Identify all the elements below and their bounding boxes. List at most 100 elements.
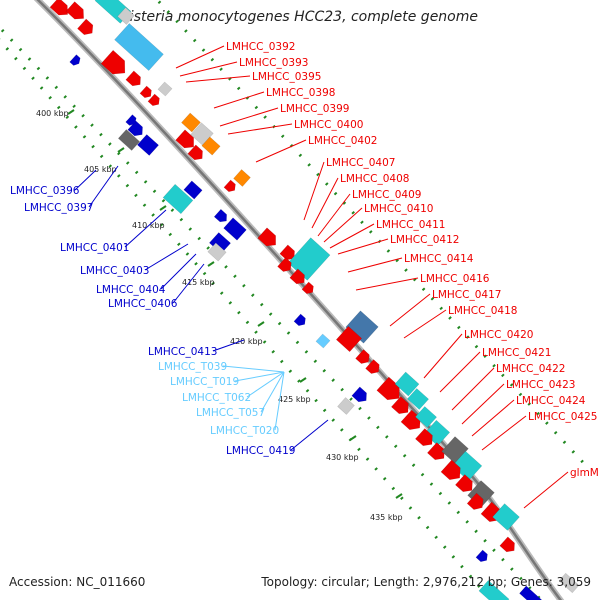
gene-feature[interactable] — [558, 572, 580, 594]
gene-label[interactable]: LMHCC_0398 — [266, 87, 335, 99]
gene-feature[interactable] — [233, 169, 251, 187]
gene-label[interactable]: LMHCC_0409 — [352, 189, 421, 201]
gene-label[interactable]: LMHCC_0414 — [404, 253, 474, 265]
gene-label[interactable]: LMHCC_0404 — [96, 284, 166, 296]
gene-label[interactable]: LMHCC_0395 — [252, 71, 321, 83]
gene-feature[interactable] — [187, 144, 206, 163]
gene-feature[interactable] — [183, 180, 203, 200]
gene-feature[interactable] — [391, 396, 412, 417]
kbp-tick-label: 425 kbp — [278, 395, 311, 404]
gene-label[interactable]: LMHCC_0418 — [448, 305, 517, 317]
gene-label[interactable]: LMHCC_0402 — [308, 135, 377, 147]
gene-feature[interactable] — [466, 492, 487, 513]
gene-feature[interactable] — [499, 536, 518, 555]
gene-feature[interactable] — [427, 442, 448, 463]
gene-label[interactable]: LMHCC_0393 — [239, 57, 308, 69]
gene-feature[interactable] — [49, 0, 72, 19]
gene-label[interactable]: LMHCC_0424 — [516, 395, 586, 407]
gene-feature[interactable] — [492, 503, 520, 531]
gene-feature[interactable] — [337, 397, 355, 415]
gene-feature[interactable] — [137, 134, 159, 156]
gene-feature[interactable] — [415, 406, 437, 428]
gene-feature[interactable] — [139, 85, 154, 100]
gene-label[interactable]: LMHCC_0399 — [280, 103, 349, 115]
gene-feature[interactable] — [114, 23, 164, 71]
trna-label[interactable]: LMHCC_T020 — [210, 425, 279, 437]
gene-label[interactable]: LMHCC_0396 — [10, 185, 80, 197]
gene-feature[interactable] — [157, 81, 173, 97]
guide-line-2 — [0, 28, 544, 600]
gene-labels[interactable]: LMHCC_0392LMHCC_0393LMHCC_0395LMHCC_0398… — [10, 41, 599, 479]
gene-feature[interactable] — [277, 257, 295, 275]
gene-label[interactable]: LMHCC_0419 — [226, 445, 295, 457]
gene-feature[interactable] — [475, 549, 490, 564]
gene-feature[interactable] — [519, 585, 543, 600]
gene-feature[interactable] — [181, 112, 201, 133]
gene-label[interactable]: glmM — [570, 467, 599, 479]
gene-feature[interactable] — [478, 580, 510, 600]
gene-feature[interactable] — [257, 227, 281, 250]
kbp-tick-mark — [117, 147, 125, 153]
gene-label[interactable]: LMHCC_0403 — [80, 265, 149, 277]
gene-label[interactable]: LMHCC_0400 — [294, 119, 363, 131]
gene-label[interactable]: LMHCC_0397 — [24, 202, 93, 214]
gene-feature[interactable] — [351, 386, 370, 405]
gene-feature[interactable] — [223, 217, 247, 241]
gene-feature[interactable] — [213, 208, 230, 224]
gene-label[interactable]: LMHCC_0422 — [496, 363, 565, 375]
gene-label[interactable]: LMHCC_0408 — [340, 173, 409, 185]
gene-label[interactable]: LMHCC_0421 — [482, 347, 551, 359]
gene-feature[interactable] — [355, 349, 373, 367]
gene-feature[interactable] — [289, 268, 308, 287]
gene-feature[interactable] — [162, 183, 194, 215]
gene-label[interactable]: LMHCC_0417 — [432, 289, 501, 301]
gene-feature[interactable] — [65, 1, 88, 24]
trna-label[interactable]: LMHCC_T057 — [196, 407, 265, 419]
gene-feature[interactable] — [175, 129, 199, 152]
trna-label[interactable]: LMHCC_T039 — [158, 361, 227, 373]
gene-label[interactable]: LMHCC_0420 — [464, 329, 533, 341]
gene-label[interactable]: LMHCC_0406 — [108, 298, 178, 310]
gene-feature[interactable] — [365, 359, 383, 377]
gene-feature[interactable] — [125, 114, 139, 128]
gene-feature[interactable] — [69, 54, 83, 68]
gene-feature[interactable] — [207, 242, 227, 262]
gene-features[interactable] — [49, 0, 580, 600]
gene-feature[interactable] — [315, 333, 331, 349]
gene-feature[interactable] — [455, 474, 476, 495]
gene-feature[interactable] — [117, 7, 135, 25]
gene-feature[interactable] — [407, 388, 429, 410]
trna-label[interactable]: LMHCC_T062 — [182, 392, 251, 404]
gene-label[interactable]: LMHCC_0411 — [376, 219, 445, 231]
gene-feature[interactable] — [451, 450, 483, 482]
gene-label[interactable]: LMHCC_0407 — [326, 157, 395, 169]
kbp-tick-mark — [299, 377, 307, 383]
gene-feature[interactable] — [100, 49, 131, 79]
kbp-tick-mark — [207, 261, 215, 267]
gene-feature[interactable] — [77, 18, 96, 38]
gene-label[interactable]: LMHCC_0410 — [364, 203, 433, 215]
gene-feature[interactable] — [293, 313, 308, 328]
trna-label[interactable]: LMHCC_T019 — [170, 376, 239, 388]
gene-label[interactable]: LMHCC_0412 — [390, 234, 459, 246]
gene-label[interactable]: LMHCC_0416 — [420, 273, 490, 285]
gene-label[interactable]: LMHCC_0423 — [506, 379, 575, 391]
gene-label[interactable]: LMHCC_0401 — [60, 242, 129, 254]
gene-feature[interactable] — [279, 244, 298, 263]
gene-label[interactable]: LMHCC_0392 — [226, 41, 295, 53]
gene-feature[interactable] — [201, 136, 221, 156]
gene-feature[interactable] — [394, 371, 420, 397]
gene-feature[interactable] — [301, 281, 316, 296]
gene-label[interactable]: LMHCC_0425 — [528, 411, 597, 423]
gene-feature[interactable] — [440, 459, 465, 484]
gene-feature[interactable] — [335, 325, 363, 353]
gene-feature[interactable] — [127, 120, 146, 139]
gene-feature[interactable] — [125, 70, 144, 89]
gene-feature[interactable] — [117, 129, 141, 151]
gene-feature[interactable] — [147, 93, 162, 108]
kbp-tick-label: 415 kbp — [182, 278, 215, 287]
gene-label[interactable]: LMHCC_0413 — [148, 346, 217, 358]
gene-feature[interactable] — [415, 428, 436, 449]
gene-feature[interactable] — [223, 179, 238, 194]
